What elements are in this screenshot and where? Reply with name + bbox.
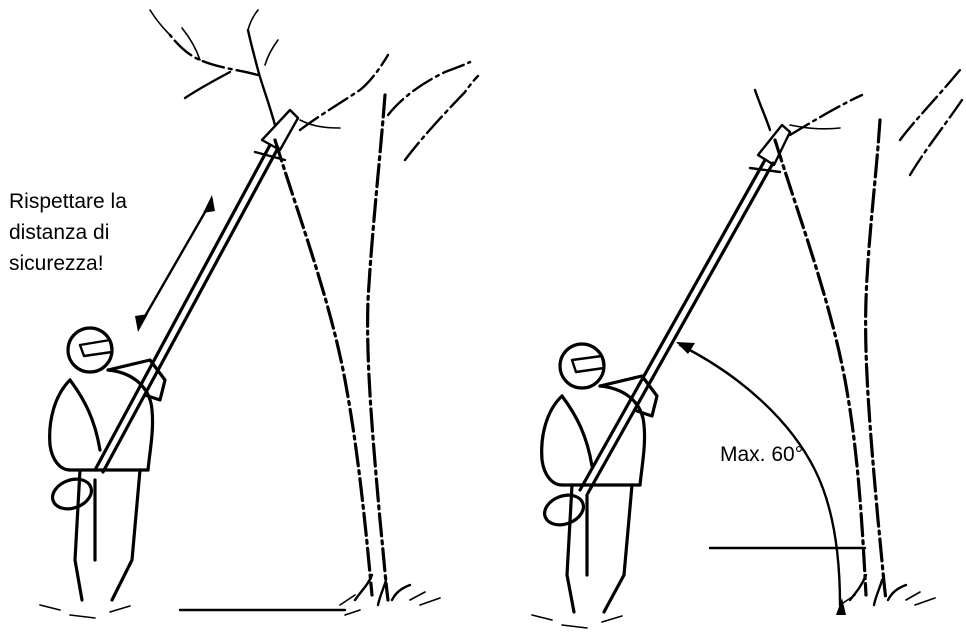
left-panel bbox=[40, 10, 478, 618]
tree-left bbox=[150, 10, 478, 615]
safety-distance-note: Rispettare la distanza di sicurezza! bbox=[9, 186, 127, 279]
safety-note-line-2: distanza di bbox=[9, 217, 127, 248]
pole-saw-left bbox=[48, 110, 298, 514]
right-panel bbox=[532, 70, 962, 628]
safety-distance-arrow bbox=[135, 195, 215, 332]
safety-note-line-1: Rispettare la bbox=[9, 186, 127, 217]
angle-arc bbox=[676, 342, 846, 615]
safety-note-line-3: sicurezza! bbox=[9, 248, 127, 279]
tree-right bbox=[710, 70, 962, 605]
max-angle-note: Max. 60° bbox=[720, 439, 803, 470]
